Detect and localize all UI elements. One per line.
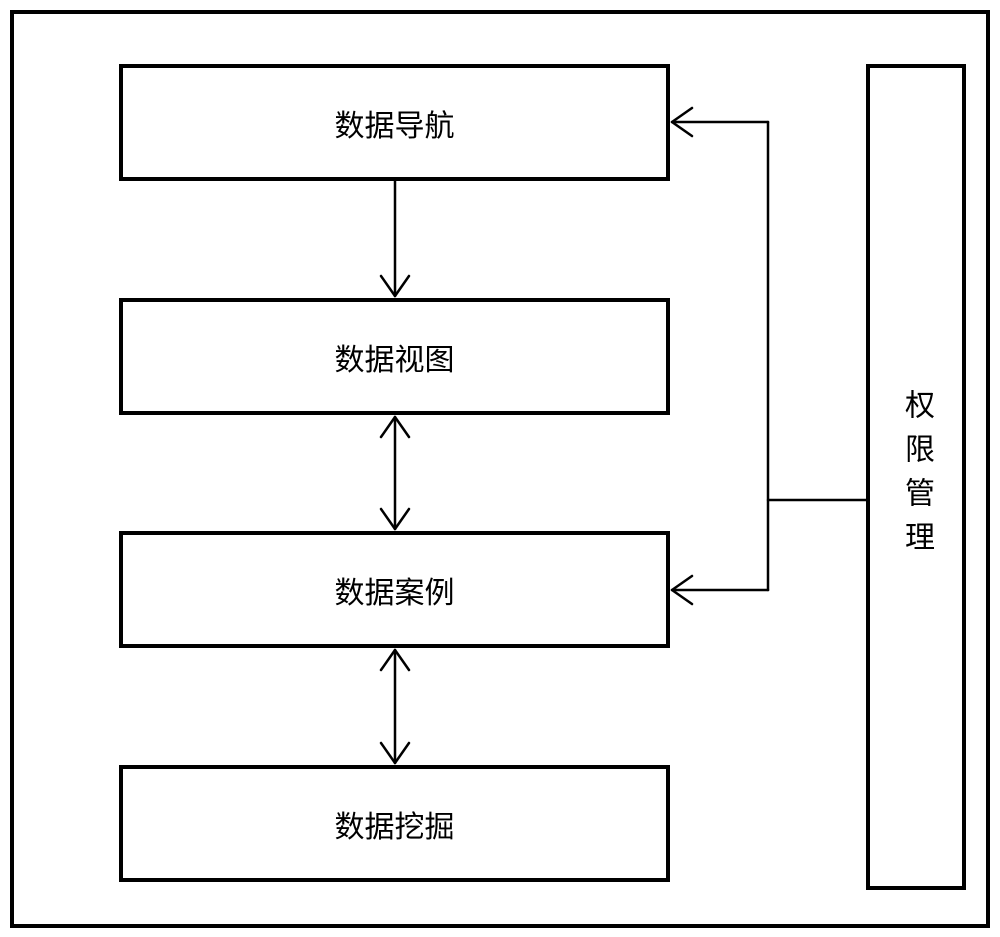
diagram-frame [10, 10, 990, 928]
data-mining-box: 数据挖掘 [119, 765, 670, 882]
data-case-label: 数据案例 [334, 575, 455, 611]
data-navigation-box: 数据导航 [119, 64, 670, 181]
arrowhead-into-case-from-view [379, 507, 411, 531]
permission-management-label: 权限管理 [899, 389, 934, 565]
data-view-box: 数据视图 [119, 298, 670, 415]
data-navigation-label: 数据导航 [334, 108, 455, 144]
data-mining-label: 数据挖掘 [334, 809, 455, 845]
data-case-box: 数据案例 [119, 531, 670, 648]
permission-management-box: 权限管理 [866, 64, 966, 890]
arrowhead-into-mining [379, 741, 411, 765]
arrowhead-into-case-from-permission [670, 574, 694, 606]
arrowhead-into-view [379, 274, 411, 298]
arrowhead-into-nav [670, 106, 694, 138]
arrowhead-into-case-from-mining [379, 648, 411, 672]
arrowhead-into-view-from-case [379, 415, 411, 439]
data-view-label: 数据视图 [334, 342, 455, 378]
